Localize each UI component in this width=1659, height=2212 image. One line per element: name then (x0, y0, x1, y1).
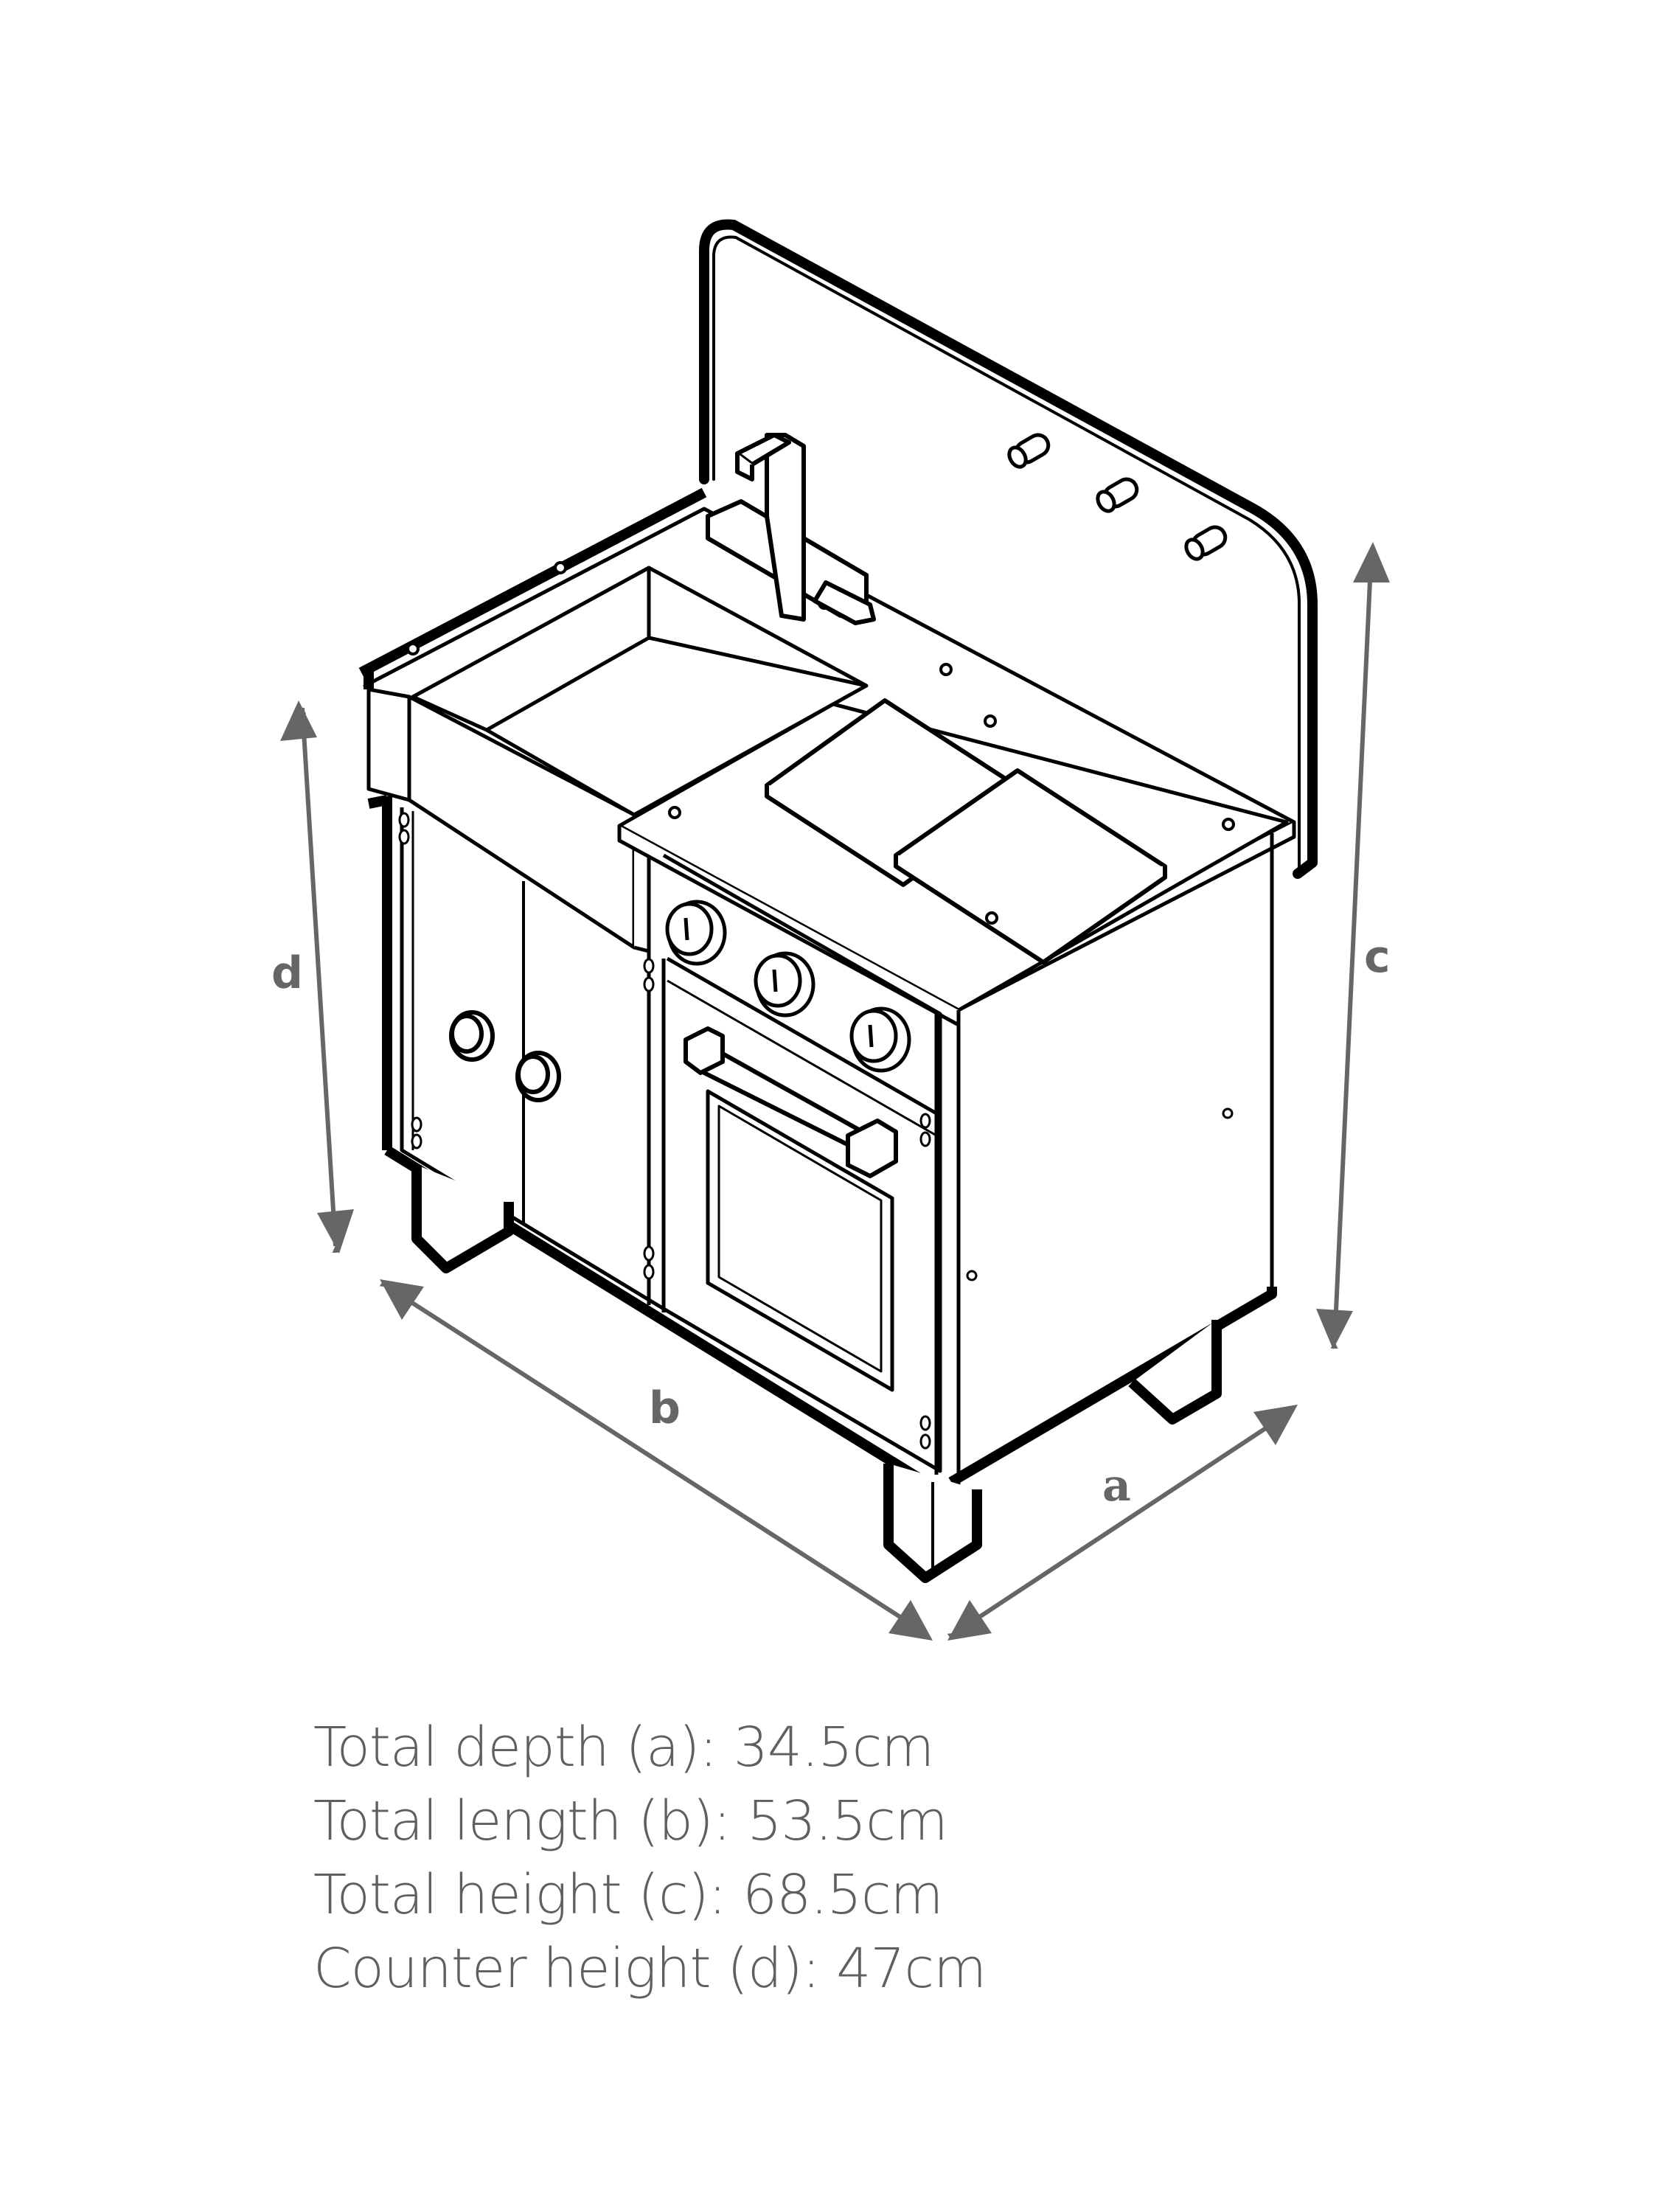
spec-total-length: Total length (b): 53.5cm (313, 1790, 948, 1853)
hook-icon (1184, 525, 1228, 561)
knob-icon (449, 1010, 495, 1062)
screws (406, 561, 1235, 925)
dimension-b-arrow (379, 1279, 927, 1635)
spec-counter-height: Counter height (d): 47cm (313, 1937, 987, 2000)
hook-icon (1007, 433, 1051, 469)
dimension-arrowheads (280, 542, 1390, 1641)
spec-total-height: Total height (c): 68.5cm (313, 1863, 944, 1927)
hob-plate-right (894, 768, 1167, 964)
dimension-label-d: d (271, 947, 303, 999)
sink-front-panel (366, 687, 651, 953)
dimension-a-arrow (947, 1410, 1292, 1641)
dimension-c-arrow (1330, 549, 1375, 1349)
backboard-hooks (1007, 433, 1228, 561)
knob-icon (515, 1051, 561, 1102)
knob-icon (849, 1006, 911, 1073)
knob-icon (665, 900, 727, 966)
backboard (699, 219, 1318, 879)
oven-handle (684, 1026, 898, 1178)
knob-icon (754, 951, 815, 1018)
dimension-arrows (299, 549, 1375, 1641)
dimension-specs: Total depth (a): 34.5cm Total length (b)… (313, 1711, 987, 2006)
legs (411, 1165, 1222, 1583)
faucet (706, 433, 876, 625)
hook-icon (1096, 477, 1139, 513)
oven-knobs (665, 900, 911, 1073)
dimension-label-a: a (1102, 1460, 1131, 1512)
dimension-d-arrow (299, 707, 340, 1253)
cupboard-knobs (449, 1010, 561, 1102)
dimension-label-b: b (649, 1382, 681, 1434)
dimension-label-c: c (1364, 931, 1391, 983)
spec-total-depth: Total depth (a): 34.5cm (313, 1716, 934, 1779)
hob-plates (765, 698, 1167, 964)
